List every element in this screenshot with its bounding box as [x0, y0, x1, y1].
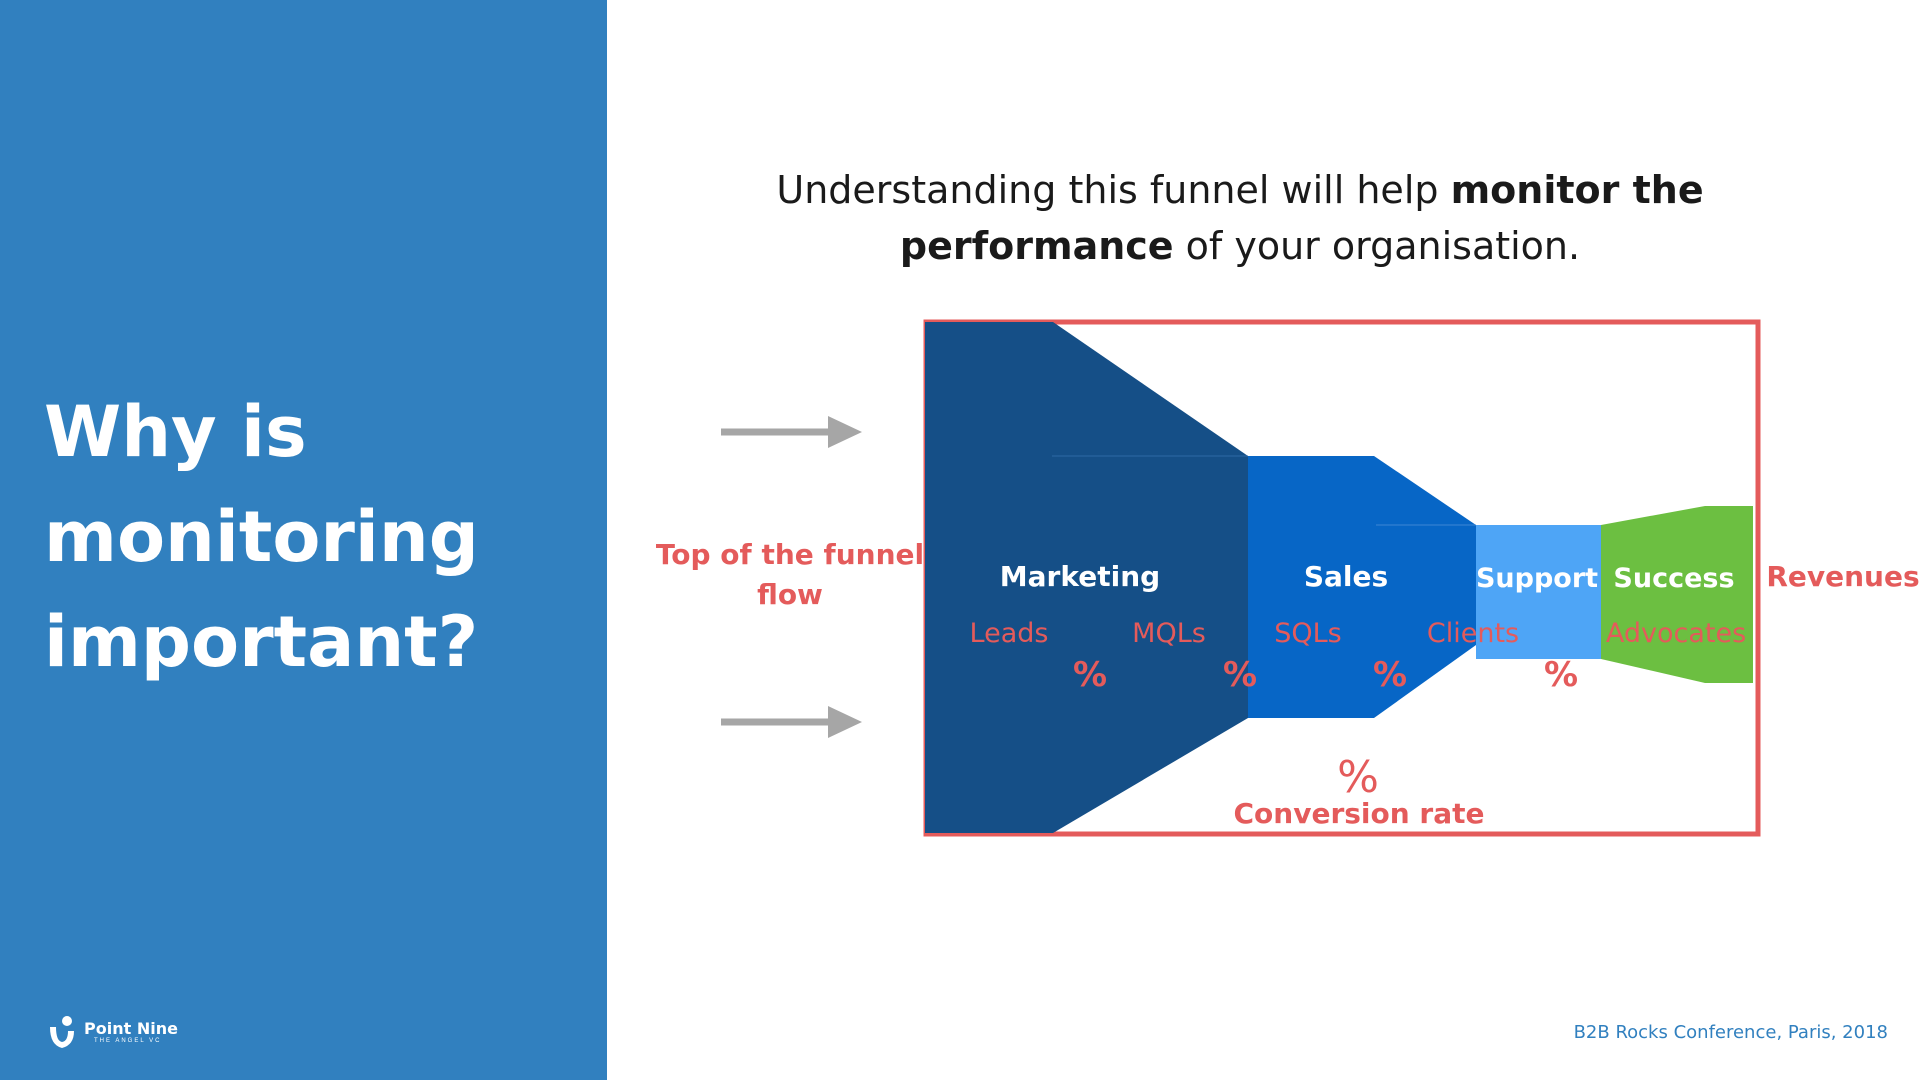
- slide-title: Why is monitoring important?: [44, 391, 479, 683]
- stage-label-marketing: Marketing: [1000, 560, 1160, 593]
- funnel-stage-success: [1601, 506, 1753, 683]
- funnel-stage-support: [1476, 525, 1601, 659]
- overall-rate-symbol: %: [1337, 752, 1379, 803]
- rate-sqls-to-clients: %: [1373, 655, 1407, 695]
- title-panel: Why is monitoring important? Point Nine …: [0, 0, 607, 1080]
- input-arrow-top: [721, 416, 862, 448]
- rate-mqls-to-sqls: %: [1223, 655, 1257, 695]
- logo-name: Point Nine: [84, 1019, 178, 1038]
- metric-advocates: Advocates: [1606, 618, 1746, 649]
- stage-label-success: Success: [1613, 563, 1734, 594]
- funnel-stage-sales: [1248, 456, 1476, 718]
- headline-text-start: Understanding this funnel will help: [776, 168, 1451, 212]
- revenues-label: Revenues: [1766, 560, 1919, 593]
- point-nine-logo-icon: [50, 1016, 74, 1048]
- headline-text-end: of your organisation.: [1173, 224, 1581, 268]
- rate-clients-to-advocates: %: [1544, 655, 1578, 695]
- stage-label-sales: Sales: [1304, 560, 1388, 593]
- headline: Understanding this funnel will help moni…: [640, 162, 1840, 274]
- metric-sqls: SQLs: [1274, 618, 1342, 649]
- input-arrow-bottom: [721, 706, 862, 738]
- top-of-funnel-label-line1: Top of the funnel: [656, 538, 924, 571]
- funnel-stage-marketing: [925, 322, 1248, 833]
- headline-emphasis: monitor the performance: [899, 168, 1704, 268]
- metric-clients: Clients: [1427, 618, 1519, 649]
- footer-conference: B2B Rocks Conference, Paris, 2018: [1573, 1022, 1888, 1043]
- stage-label-support: Support: [1476, 563, 1598, 594]
- top-of-funnel-label-line2: flow: [757, 578, 823, 611]
- logo-tagline: THE ANGEL VC: [94, 1038, 162, 1044]
- metric-leads: Leads: [970, 618, 1049, 649]
- conversion-rate-label: Conversion rate: [1233, 797, 1484, 830]
- rate-leads-to-mqls: %: [1073, 655, 1107, 695]
- point-nine-logo: Point Nine THE ANGEL VC: [48, 1015, 178, 1049]
- metric-mqls: MQLs: [1132, 618, 1206, 649]
